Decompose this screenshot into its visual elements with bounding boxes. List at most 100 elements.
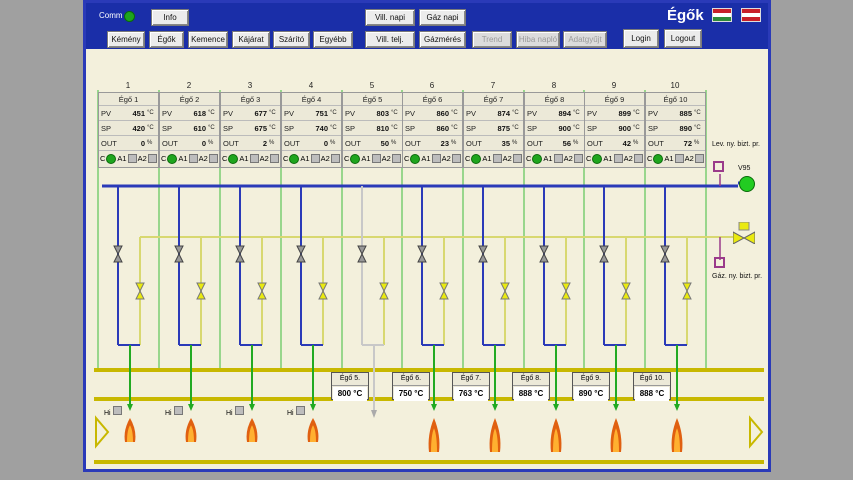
- sp-value[interactable]: 675: [254, 123, 267, 133]
- hi-label: Hi: [287, 410, 294, 417]
- air-valve-icon[interactable]: [296, 245, 306, 263]
- pv-value: 860: [436, 108, 449, 118]
- gas-valve-icon[interactable]: [318, 282, 328, 300]
- air-valve-icon[interactable]: [235, 245, 245, 263]
- zone-name: Égő 10.: [634, 373, 670, 386]
- unit-pct: %: [573, 140, 579, 146]
- air-valve-icon[interactable]: [478, 245, 488, 263]
- hi-indicator: Hi: [226, 406, 244, 417]
- hi-indicator: Hi: [104, 406, 122, 417]
- gas-valve-icon[interactable]: [135, 282, 145, 300]
- sp-label: SP: [648, 123, 659, 133]
- air-valve-icon[interactable]: [660, 245, 670, 263]
- air-valve-icon[interactable]: [113, 245, 123, 263]
- vill-napi-button[interactable]: Vill. napi: [365, 9, 415, 26]
- comm-status-icon: [124, 11, 135, 22]
- status-ok-icon: [653, 153, 664, 164]
- egyebb-button[interactable]: Egyébb: [313, 31, 353, 48]
- air-pressure-switch[interactable]: [713, 161, 724, 172]
- a2-label: A2: [684, 154, 694, 163]
- hi-indicator: Hi: [165, 406, 183, 417]
- sp-value[interactable]: 860: [436, 123, 449, 133]
- vill-telj-button[interactable]: Vill. telj.: [365, 31, 415, 48]
- login-button[interactable]: Login: [623, 29, 659, 48]
- sp-value[interactable]: 420: [132, 123, 145, 133]
- sp-value[interactable]: 875: [497, 123, 510, 133]
- gaz-napi-button[interactable]: Gáz napi: [419, 9, 466, 26]
- sp-label: SP: [527, 123, 538, 133]
- burner-name: Égő 5: [343, 93, 402, 106]
- alarm2-icon: [147, 154, 157, 163]
- hiba-naplo-button[interactable]: Hiba napló: [516, 31, 560, 48]
- pv-label: PV: [345, 108, 356, 118]
- a1-label: A1: [361, 154, 371, 163]
- gas-valve-icon[interactable]: [682, 282, 692, 300]
- pv-label: PV: [466, 108, 477, 118]
- gas-valve-icon[interactable]: [257, 282, 267, 300]
- sp-value[interactable]: 900: [558, 123, 571, 133]
- sp-label: SP: [162, 123, 173, 133]
- hi-label: Hi: [226, 410, 233, 417]
- kemence-button[interactable]: Kemence: [188, 31, 228, 48]
- egok-button[interactable]: Égők: [149, 31, 184, 48]
- gas-valve-icon[interactable]: [439, 282, 449, 300]
- air-valve-icon[interactable]: [417, 245, 427, 263]
- sp-value[interactable]: 610: [193, 123, 206, 133]
- sp-value[interactable]: 810: [376, 123, 389, 133]
- gazmeres-button[interactable]: Gázmérés: [419, 31, 466, 48]
- gas-valve-icon[interactable]: [561, 282, 571, 300]
- fan-icon[interactable]: [739, 176, 755, 192]
- unit-c: °C: [512, 125, 519, 131]
- air-valve-icon[interactable]: [539, 245, 549, 263]
- air-valve-icon[interactable]: [174, 245, 184, 263]
- hungarian-flag-icon[interactable]: [712, 8, 732, 22]
- zone-name: Égő 6.: [393, 373, 429, 386]
- info-button[interactable]: Info: [151, 9, 189, 26]
- main-gas-valve-icon[interactable]: [733, 222, 755, 244]
- kemeny-button[interactable]: Kémény: [107, 31, 145, 48]
- sp-label: SP: [466, 123, 477, 133]
- a2-label: A2: [137, 154, 147, 163]
- kajarat-button[interactable]: Kájárat: [232, 31, 270, 48]
- gas-valve-icon[interactable]: [621, 282, 631, 300]
- adatgyujt-button[interactable]: Adatgyűjt: [563, 31, 607, 48]
- austrian-flag-icon[interactable]: [741, 8, 761, 22]
- air-valve-icon[interactable]: [599, 245, 609, 263]
- a1-label: A1: [239, 154, 249, 163]
- a2-label: A2: [381, 154, 391, 163]
- out-label: OUT: [162, 138, 178, 148]
- gas-valve-icon[interactable]: [500, 282, 510, 300]
- zone-name: Égő 5.: [332, 373, 368, 386]
- trend-button[interactable]: Trend: [472, 31, 512, 48]
- status-ok-icon: [592, 153, 603, 164]
- gas-pressure-switch[interactable]: [714, 257, 725, 268]
- sp-value[interactable]: 890: [679, 123, 692, 133]
- out-value: 72: [683, 138, 692, 148]
- unit-c: °C: [147, 110, 154, 116]
- szarito-button[interactable]: Szárító: [273, 31, 310, 48]
- a2-label: A2: [441, 154, 451, 163]
- pv-value: 899: [618, 108, 631, 118]
- out-value: 56: [562, 138, 571, 148]
- gas-valve-icon[interactable]: [379, 282, 389, 300]
- a1-label: A1: [300, 154, 310, 163]
- alarm1-icon: [492, 154, 502, 163]
- unit-pct: %: [633, 140, 639, 146]
- out-value: 42: [622, 138, 631, 148]
- logout-button[interactable]: Logout: [664, 29, 702, 48]
- gas-valve-icon[interactable]: [196, 282, 206, 300]
- sp-value[interactable]: 740: [315, 123, 328, 133]
- sp-value[interactable]: 900: [618, 123, 631, 133]
- burner-name: Égő 1: [99, 93, 158, 106]
- air-valve-icon[interactable]: [357, 245, 367, 263]
